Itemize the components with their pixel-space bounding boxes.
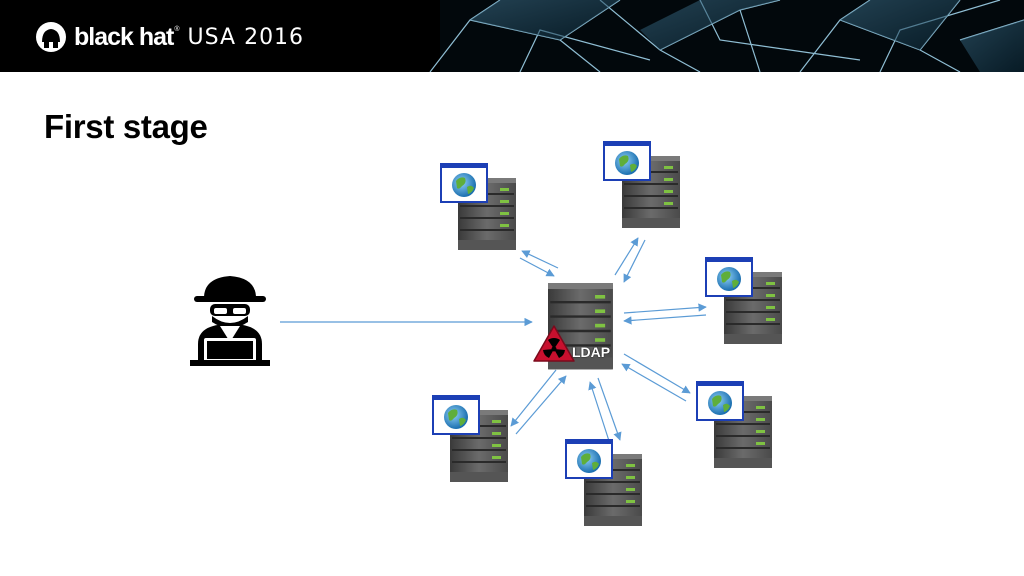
header-banner: black hat ® USA 2016 bbox=[0, 0, 1024, 72]
event-name: USA 2016 bbox=[187, 24, 305, 50]
web-server-3 bbox=[705, 257, 783, 345]
arrow-ldap-to-web5 bbox=[597, 377, 622, 441]
brand-logo: black hat ® USA 2016 bbox=[34, 20, 304, 54]
arrow-ldap-to-web2 bbox=[614, 237, 639, 276]
web-server-6 bbox=[432, 395, 509, 483]
web-server-globe-icon bbox=[565, 439, 613, 479]
black-hat-logo-icon bbox=[36, 22, 66, 52]
radiation-warning-icon bbox=[533, 325, 575, 362]
arrow-web2-to-ldap bbox=[623, 239, 646, 283]
web-server-4 bbox=[696, 381, 773, 469]
arrow-web4-to-ldap bbox=[621, 363, 687, 402]
slide-title: First stage bbox=[44, 108, 208, 145]
ldap-label: LDAP bbox=[572, 344, 611, 360]
arrow-web1-to-ldap bbox=[519, 257, 555, 277]
web-server-5 bbox=[565, 439, 643, 527]
web-server-globe-icon bbox=[603, 141, 651, 181]
web-server-globe-icon bbox=[696, 381, 744, 421]
arrow-ldap-to-web4 bbox=[623, 353, 691, 394]
arrow-ldap-to-web6 bbox=[510, 369, 557, 427]
registered-mark: ® bbox=[174, 25, 180, 33]
shattered-glass-decoration bbox=[429, 0, 1024, 72]
arrow-ldap-to-web3 bbox=[623, 303, 707, 314]
connection-arrows bbox=[280, 237, 707, 445]
web-server-2 bbox=[603, 141, 681, 229]
web-server-globe-icon bbox=[440, 163, 488, 203]
web-server-1 bbox=[440, 163, 517, 251]
brand-name: black hat bbox=[74, 22, 174, 51]
arrow-web6-to-ldap bbox=[515, 375, 567, 435]
web-server-globe-icon bbox=[705, 257, 753, 297]
arrow-web3-to-ldap bbox=[623, 314, 707, 325]
arrow-ldap-to-web1 bbox=[521, 250, 559, 269]
arrow-web5-to-ldap bbox=[588, 381, 611, 445]
web-server-globe-icon bbox=[432, 395, 480, 435]
hacker-icon bbox=[190, 276, 270, 366]
